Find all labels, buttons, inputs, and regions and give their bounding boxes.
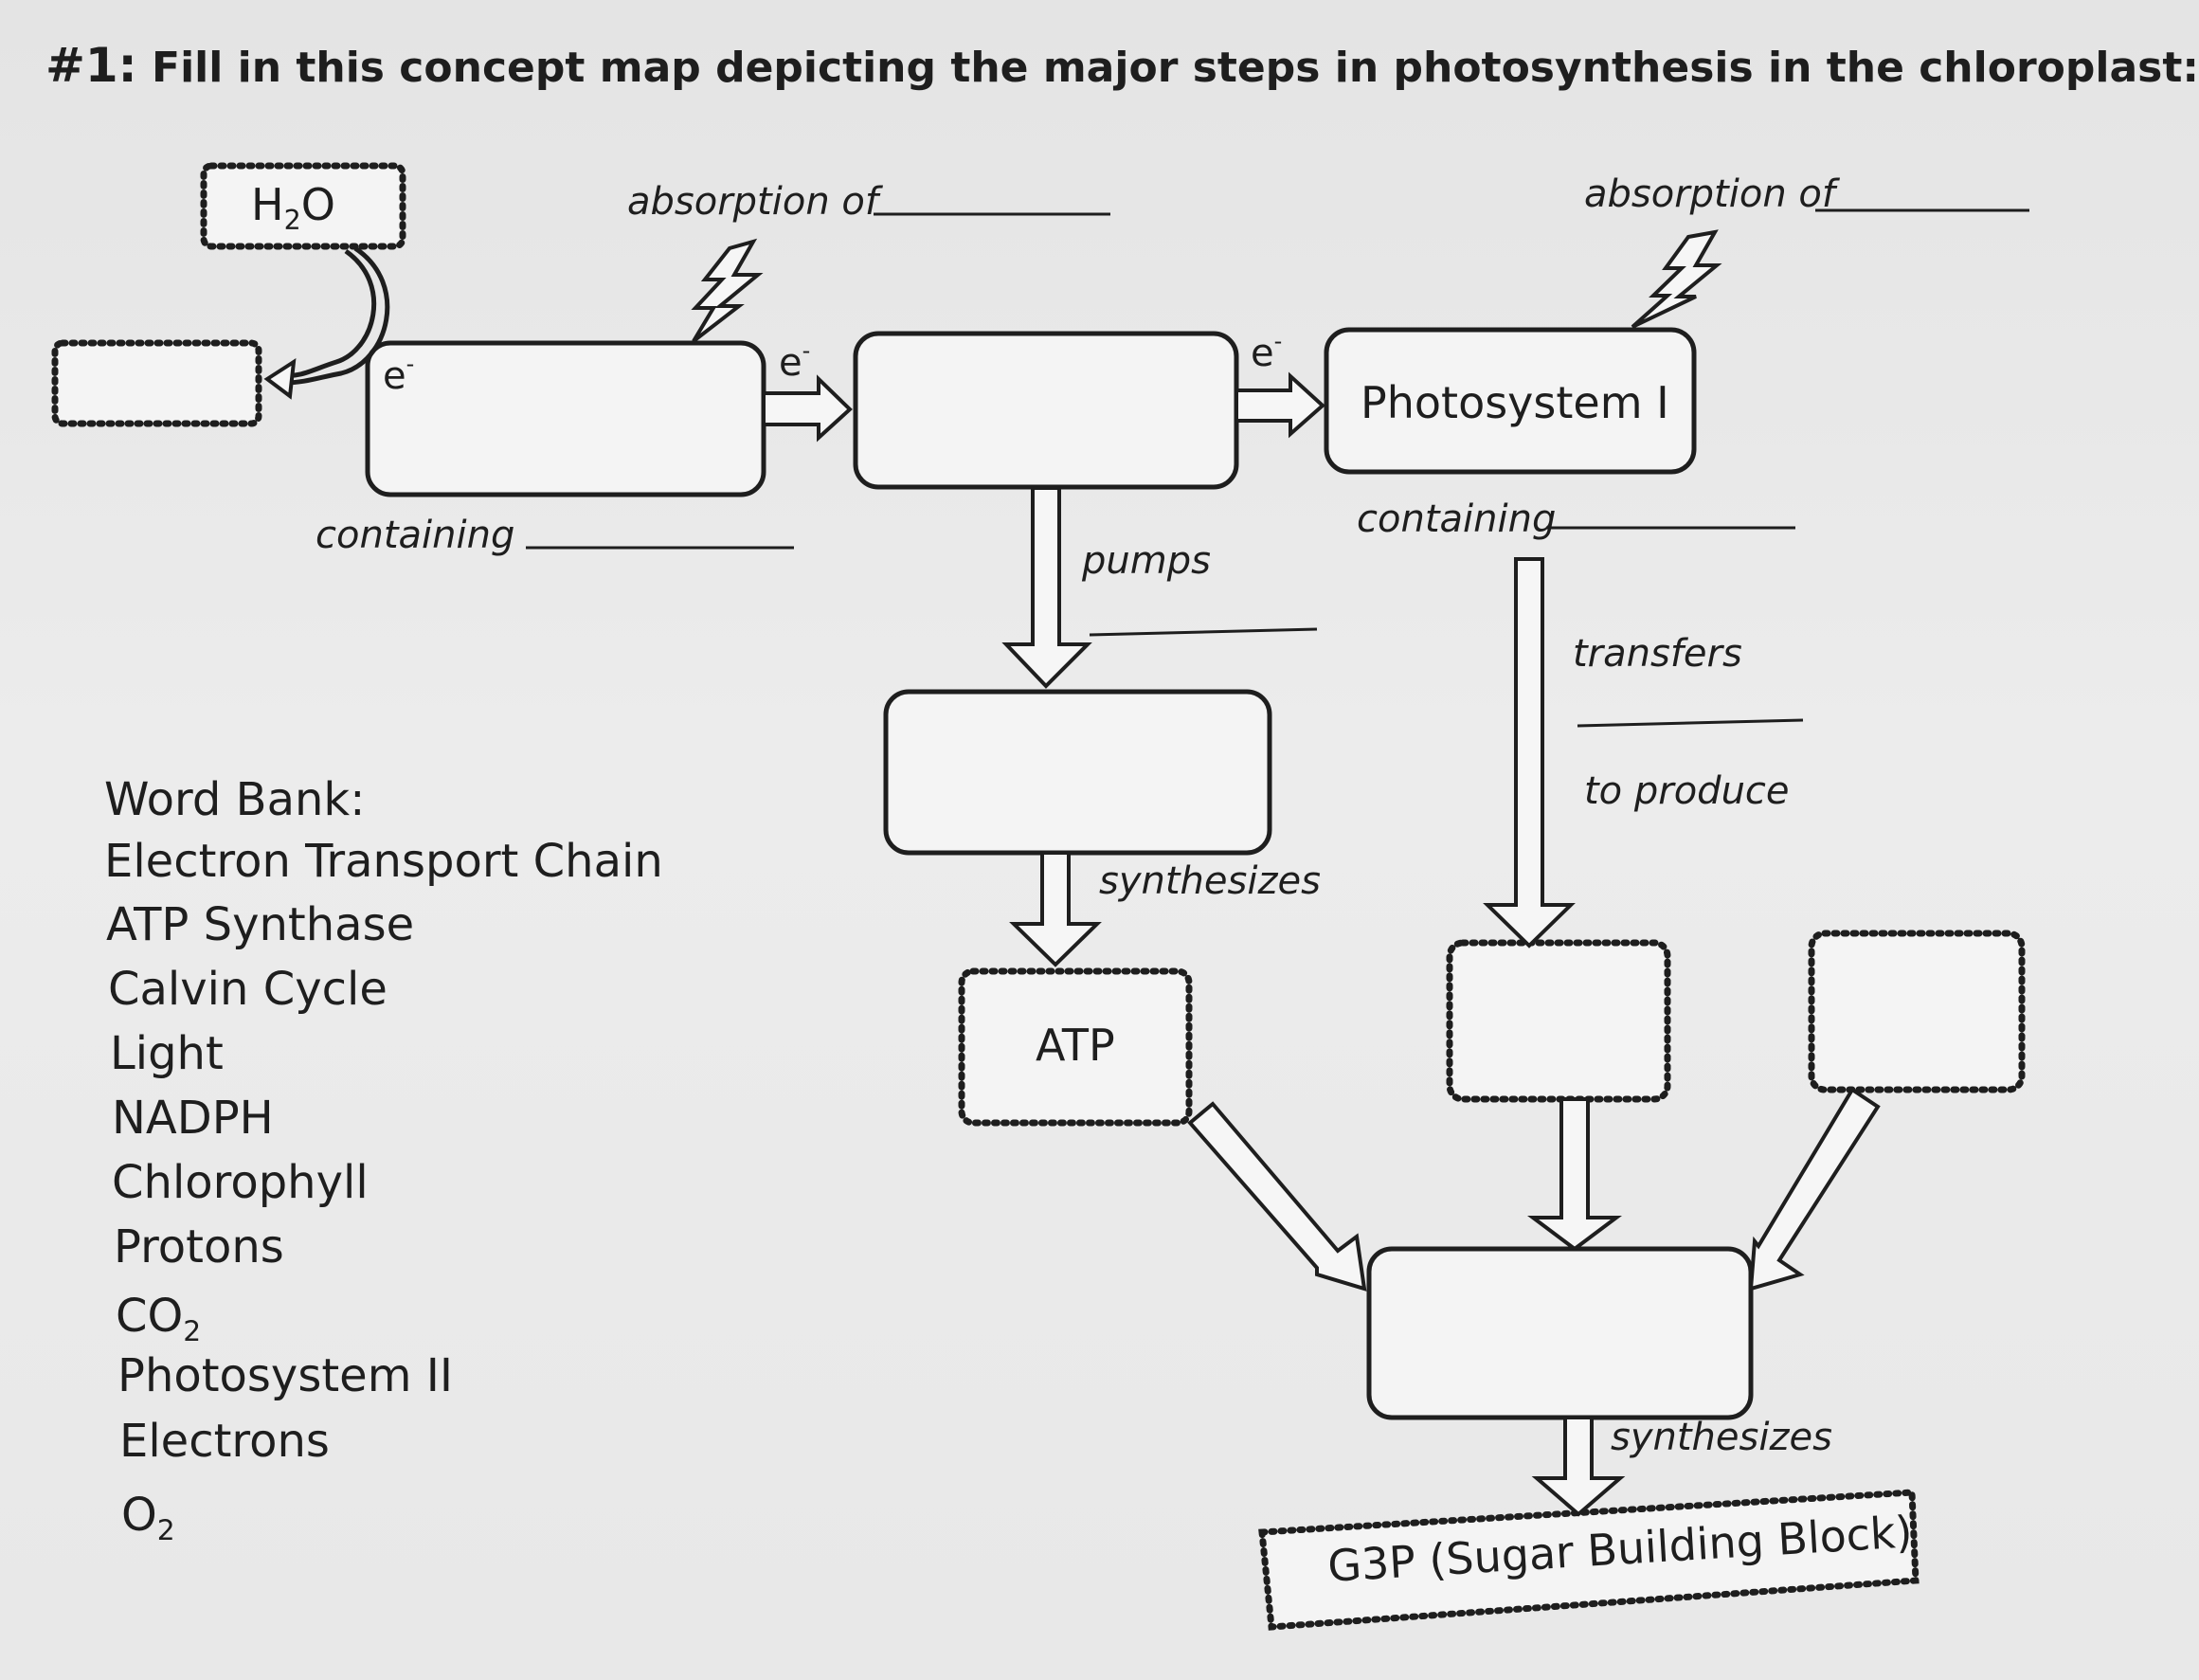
photosystem-1-label: Photosystem I bbox=[1361, 377, 1669, 428]
word-bank-item: Electrons bbox=[119, 1415, 330, 1468]
electron-label-3: e- bbox=[1251, 328, 1283, 375]
transfers-label: transfers bbox=[1573, 632, 1742, 676]
electron-label-1: e- bbox=[383, 351, 415, 398]
atp-label: ATP bbox=[1036, 1020, 1115, 1071]
word-bank-item: CO2 bbox=[116, 1290, 202, 1348]
synthesizes-label-2: synthesizes bbox=[1611, 1416, 1832, 1459]
cycle-to-g3p-arrow bbox=[1531, 1416, 1626, 1517]
atp-to-cycle-arrow bbox=[1187, 1101, 1367, 1292]
absorption-label-right: absorption of bbox=[1584, 172, 1835, 216]
lightning-left-icon bbox=[691, 238, 764, 343]
question-number: #1: bbox=[45, 38, 137, 93]
blank-line-pumps bbox=[1089, 627, 1318, 637]
h2o-box bbox=[200, 162, 406, 250]
lightning-right-icon bbox=[1631, 229, 1722, 329]
word-bank-title: Word Bank: bbox=[104, 773, 366, 826]
blank-synthase-box bbox=[883, 689, 1272, 856]
blank-byproduct-box bbox=[51, 339, 262, 427]
atp-box bbox=[958, 967, 1193, 1127]
question-text: Fill in this concept map depicting the m… bbox=[152, 44, 2199, 92]
pumps-label: pumps bbox=[1082, 539, 1211, 583]
containing-label-right: containing bbox=[1357, 497, 1557, 541]
synthesize-atp-arrow bbox=[1009, 851, 1102, 967]
blank-photosystem-box bbox=[365, 340, 766, 497]
input-to-cycle-arrow bbox=[1748, 1087, 1881, 1292]
g3p-box bbox=[1258, 1489, 1920, 1631]
blank-product-box bbox=[1446, 939, 1671, 1103]
word-bank-item: Calvin Cycle bbox=[108, 963, 388, 1016]
worksheet-title: #1: Fill in this concept map depicting t… bbox=[45, 42, 2199, 89]
h2o-label: H2O bbox=[251, 179, 335, 236]
electron-arrow-2 bbox=[1235, 371, 1325, 439]
synthesizes-label-1: synthesizes bbox=[1099, 859, 1321, 903]
water-split-arrow bbox=[283, 248, 377, 378]
absorption-label-left: absorption of bbox=[627, 180, 878, 224]
word-bank-item: Chlorophyll bbox=[112, 1156, 369, 1209]
photosystem-1-box bbox=[1324, 327, 1697, 475]
containing-label-left: containing bbox=[315, 514, 515, 557]
word-bank-item: Electron Transport Chain bbox=[104, 835, 663, 888]
split-arrowhead-icon bbox=[263, 358, 297, 400]
electron-label-2: e- bbox=[779, 337, 811, 385]
blank-cycle-box bbox=[1366, 1246, 1754, 1420]
blank-transport-box bbox=[853, 331, 1239, 490]
transfer-arrow bbox=[1483, 557, 1576, 948]
word-bank-item: Light bbox=[110, 1027, 224, 1080]
word-bank-item: Photosystem II bbox=[117, 1349, 454, 1402]
word-bank-item: ATP Synthase bbox=[106, 898, 415, 951]
product-to-cycle-arrow bbox=[1527, 1097, 1622, 1252]
word-bank-item: O2 bbox=[121, 1489, 175, 1547]
word-bank-item: Protons bbox=[114, 1220, 284, 1274]
blank-input-box bbox=[1808, 930, 2026, 1093]
blank-line-transfers bbox=[1577, 718, 1804, 728]
electron-arrow-1 bbox=[762, 374, 853, 443]
to-produce-label: to produce bbox=[1584, 769, 1790, 813]
word-bank-item: NADPH bbox=[112, 1092, 274, 1145]
pump-arrow bbox=[1001, 486, 1092, 689]
